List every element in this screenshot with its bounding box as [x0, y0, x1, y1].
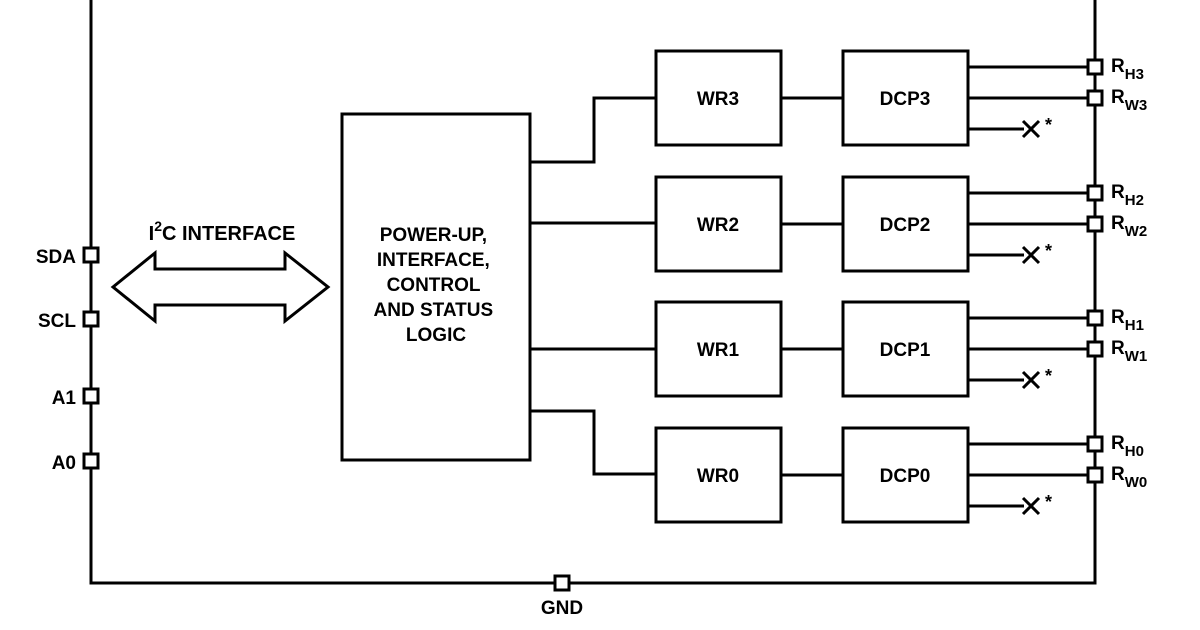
rh1-subscript: H1	[1125, 317, 1144, 334]
bus-to-wr3	[530, 96, 656, 164]
rh1-letter: R	[1111, 307, 1125, 328]
no-connect-x-icon	[1021, 119, 1041, 139]
i2c-suffix: C INTERFACE	[162, 223, 295, 245]
control-line-2: INTERFACE,	[377, 250, 490, 271]
control-line-1: POWER-UP,	[380, 225, 487, 246]
scl-pin	[82, 310, 100, 328]
gnd-label: GND	[541, 598, 583, 619]
rh3-pin-label: RH3	[1111, 56, 1144, 83]
rh2-letter: R	[1111, 182, 1125, 203]
rw2-subscript: W2	[1125, 223, 1148, 240]
dcp0-label: DCP0	[880, 466, 931, 487]
rh2-pin-label: RH2	[1111, 182, 1144, 209]
dcp0-block	[841, 426, 970, 524]
wr0-label: WR0	[697, 466, 739, 487]
control-line-5: LOGIC	[406, 325, 466, 346]
a1-label: A1	[52, 388, 77, 409]
dcp2-block	[841, 175, 970, 273]
rw0-pin	[1086, 466, 1104, 484]
rw0-pin-label: RW0	[1111, 464, 1147, 491]
sda-label: SDA	[36, 247, 76, 268]
a1-pin	[82, 387, 100, 405]
no-connect-asterisk: *	[1045, 241, 1052, 261]
i2c-superscript: 2	[154, 218, 162, 234]
rw1-subscript: W1	[1125, 348, 1148, 365]
rw0-letter: R	[1111, 464, 1125, 485]
wr3-block	[654, 49, 783, 147]
dcp2-label: DCP2	[880, 215, 931, 236]
dcp3-label: DCP3	[880, 89, 931, 110]
no-connect-asterisk: *	[1045, 115, 1052, 135]
control-logic-block	[340, 112, 532, 462]
rw1-pin	[1086, 340, 1104, 358]
rw2-pin-label: RW2	[1111, 213, 1147, 240]
rh0-letter: R	[1111, 433, 1125, 454]
i2c-interface-label: I2C INTERFACE	[149, 218, 296, 245]
rw3-pin-label: RW3	[1111, 87, 1147, 114]
control-logic-text: POWER-UP, INTERFACE, CONTROL AND STATUS …	[374, 225, 499, 346]
dcp1-block	[841, 300, 970, 398]
rw0-subscript: W0	[1125, 474, 1148, 491]
sda-pin	[82, 246, 100, 264]
dcp1-label: DCP1	[880, 340, 931, 361]
rh3-pin	[1086, 58, 1104, 76]
wr3-label: WR3	[697, 89, 739, 110]
no-connect-x-icon	[1021, 370, 1041, 390]
rh1-pin-label: RH1	[1111, 307, 1144, 334]
scl-label: SCL	[38, 311, 76, 332]
rh2-subscript: H2	[1125, 192, 1144, 209]
a0-pin	[82, 452, 100, 470]
no-connect-x-icon	[1021, 245, 1041, 265]
a0-label: A0	[52, 453, 76, 474]
rh0-pin-label: RH0	[1111, 433, 1144, 460]
rh0-subscript: H0	[1125, 443, 1144, 460]
bidirectional-arrow	[110, 249, 331, 325]
bus-to-wr0	[530, 409, 656, 476]
rw2-letter: R	[1111, 213, 1125, 234]
control-line-3: CONTROL	[387, 275, 481, 296]
no-connect-x-icon	[1021, 496, 1041, 516]
rw1-letter: R	[1111, 338, 1125, 359]
rw3-pin	[1086, 89, 1104, 107]
rh0-pin	[1086, 435, 1104, 453]
rh3-letter: R	[1111, 56, 1125, 77]
chip-outline	[89, 0, 1097, 585]
rw2-pin	[1086, 215, 1104, 233]
rh3-subscript: H3	[1125, 66, 1144, 83]
wr2-label: WR2	[697, 215, 739, 236]
no-connect-asterisk: *	[1045, 492, 1052, 512]
rw3-subscript: W3	[1125, 97, 1148, 114]
rh1-pin	[1086, 309, 1104, 327]
wr2-block	[654, 175, 783, 273]
control-line-4: AND STATUS	[374, 300, 494, 321]
no-connect-asterisk: *	[1045, 366, 1052, 386]
wr1-label: WR1	[697, 340, 740, 361]
rw1-pin-label: RW1	[1111, 338, 1147, 365]
rh2-pin	[1086, 184, 1104, 202]
i2c-prefix: I	[149, 223, 155, 245]
rw3-letter: R	[1111, 87, 1125, 108]
gnd-pin	[553, 574, 571, 592]
